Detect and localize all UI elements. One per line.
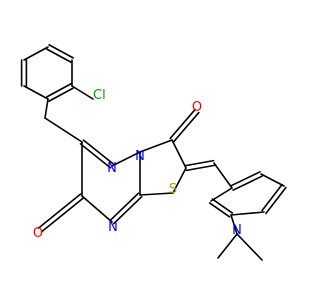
- double-bond-line: [184, 159, 215, 167]
- double-bond-line: [46, 48, 72, 63]
- double-bond-line: [261, 183, 283, 212]
- single-bond: [213, 162, 233, 189]
- double-bond-line: [169, 108, 196, 140]
- single-bond: [139, 139, 173, 153]
- single-bond: [236, 233, 263, 261]
- nitrogen-atom-label-fused: N: [135, 149, 145, 164]
- single-bond: [230, 214, 238, 235]
- chlorine-atom-label: Cl: [93, 88, 106, 103]
- single-bond: [23, 85, 49, 100]
- single-bond: [44, 117, 83, 143]
- double-bond-line: [79, 143, 112, 169]
- double-bond-line: [211, 198, 234, 214]
- single-bond: [217, 233, 238, 259]
- single-bond: [44, 98, 49, 119]
- double-bond-line: [232, 175, 263, 191]
- double-bond-line: [265, 186, 287, 215]
- double-bond-line: [46, 83, 72, 98]
- oxygen-atom-label-ketone-top: O: [192, 100, 202, 115]
- double-bond-line: [48, 87, 74, 102]
- nitrogen-atom-label-bottom: N: [108, 220, 118, 235]
- single-bond: [171, 139, 187, 169]
- bond-lines: [20, 44, 287, 261]
- single-bond: [230, 211, 265, 216]
- double-bond-line: [185, 164, 216, 172]
- single-bond: [23, 46, 49, 61]
- atom-labels: Cl N N N S O O N: [33, 88, 242, 241]
- single-bond: [111, 151, 141, 167]
- double-bond-line: [48, 44, 74, 59]
- single-bond: [172, 167, 187, 194]
- double-bond-line: [40, 197, 85, 233]
- double-bond-line: [173, 111, 200, 143]
- double-bond-line: [82, 139, 115, 165]
- single-bond: [260, 173, 285, 187]
- nitrogen-atom-label-top: N: [107, 161, 117, 176]
- oxygen-atom-label-ketone-left: O: [33, 226, 43, 241]
- sulfur-atom-label: S: [169, 182, 177, 197]
- double-bond-line: [37, 193, 82, 229]
- molecule-diagram: Cl N N N S O O N: [20, 44, 287, 261]
- double-bond-line: [208, 202, 231, 218]
- single-bond: [139, 192, 174, 196]
- double-bond-line: [109, 192, 140, 222]
- single-bond: [210, 187, 233, 202]
- double-bond-line: [112, 195, 143, 225]
- double-bond-line: [230, 171, 261, 187]
- single-bond: [71, 85, 94, 100]
- single-bond: [81, 195, 113, 223]
- nitrogen-atom-label-amine: N: [232, 223, 242, 238]
- molecule-structure: Cl N N N S O O N: [20, 44, 287, 261]
